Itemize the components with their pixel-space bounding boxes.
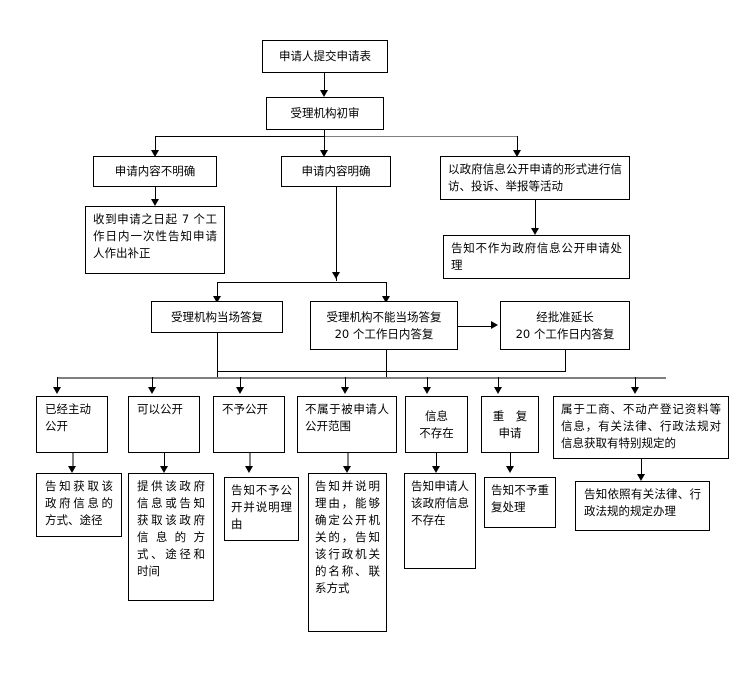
node-not-treated-as-disclosure: 告知不作为政府信息公开申请处理 bbox=[443, 235, 630, 279]
node-can-be-public: 可以公开 bbox=[128, 396, 200, 453]
edge-clear-stem bbox=[336, 187, 337, 281]
arrowhead-clear-to-not-onsite bbox=[382, 296, 390, 303]
node-inform-access-channel: 告知获取该政府信息的方式、途径 bbox=[36, 473, 122, 537]
node-inform-refusal-reason: 告知不予公开并说明理由 bbox=[224, 477, 299, 541]
node-submit-application: 申请人提交申请表 bbox=[262, 40, 388, 73]
edge-registry-to-per-regulation bbox=[641, 459, 642, 477]
arrowhead-out-of-scope-to-inform bbox=[343, 466, 351, 473]
edge-review-to-petition bbox=[517, 136, 518, 152]
edge-review-to-unclear bbox=[155, 136, 156, 152]
edge-bar-to-already-public bbox=[57, 377, 58, 390]
arrowhead-petition-to-not-treated bbox=[531, 228, 539, 235]
edge-submit-to-review bbox=[324, 73, 325, 93]
node-content-clear: 申请内容明确 bbox=[281, 156, 391, 187]
arrowhead-bar-to-duplicate bbox=[494, 387, 502, 394]
edge-out-of-scope-to-inform bbox=[347, 453, 349, 468]
edge-bar-to-can-public bbox=[152, 377, 153, 390]
node-inform-per-legal-regulation: 告知依照有关法律、行政法规的规定办理 bbox=[575, 481, 710, 531]
node-onsite-reply: 受理机构当场答复 bbox=[151, 301, 283, 333]
arrowhead-bar-to-already-public bbox=[53, 387, 61, 394]
node-information-not-exist: 信息 不存在 bbox=[405, 396, 468, 453]
arrowhead-clear-to-onsite bbox=[213, 296, 221, 303]
arrowhead-review-to-clear bbox=[320, 150, 328, 157]
node-inform-reason-and-agency: 告知并说明理由，能够确定公开机关的，告知该行政机关的名称、联系方式 bbox=[308, 473, 387, 632]
edge-already-public-to-inform bbox=[72, 453, 74, 468]
arrowhead-can-public-to-provide bbox=[160, 466, 168, 473]
node-provide-or-inform-channel: 提供该政府信息或告知获取该政府信息的方式、途径和时间 bbox=[128, 473, 214, 601]
edge-unclear-to-correction bbox=[155, 187, 156, 203]
arrowhead-bar-to-can-public bbox=[148, 387, 156, 394]
node-inform-information-not-exist: 告知申请人该政府信息不存在 bbox=[404, 473, 476, 569]
node-cannot-reply-onsite: 受理机构不能当场答复 20 个工作日内答复 bbox=[310, 301, 458, 350]
node-outside-disclosure-scope: 不属于被申请人公开范围 bbox=[297, 396, 397, 453]
arrowhead-not-public-to-refusal bbox=[245, 466, 253, 473]
edge-bar-to-registry-info bbox=[635, 377, 636, 390]
arrowhead-review-to-unclear bbox=[151, 150, 159, 157]
edge-not-exist-to-inform bbox=[436, 453, 437, 468]
node-approved-extension: 经批准延长 20 个工作日内答复 bbox=[500, 301, 630, 350]
arrowhead-already-public-to-inform bbox=[68, 466, 76, 473]
edge-bar-to-not-exist bbox=[427, 377, 428, 390]
arrowhead-not-onsite-to-extension bbox=[491, 321, 498, 329]
edge-review-stem bbox=[324, 130, 325, 137]
arrowhead-submit-to-review bbox=[320, 90, 328, 97]
edge-extension-down bbox=[565, 350, 566, 372]
edge-review-split-bar-left bbox=[155, 136, 325, 137]
edge-petition-to-not-treated bbox=[535, 200, 536, 233]
arrowhead-bar-to-registry-info bbox=[631, 387, 639, 394]
edge-can-public-to-provide bbox=[164, 453, 165, 468]
arrowhead-bar-to-not-exist bbox=[423, 387, 431, 394]
arrowhead-unclear-to-correction bbox=[151, 199, 159, 206]
arrowhead-bar-to-not-public bbox=[236, 387, 244, 394]
edge-bar-to-not-public bbox=[240, 377, 241, 390]
node-duplicate-application: 重 复 申请 bbox=[481, 396, 539, 453]
edge-converge-bar bbox=[217, 371, 566, 372]
edge-not-public-to-refusal bbox=[249, 453, 251, 468]
node-not-to-be-public: 不予公开 bbox=[213, 396, 285, 453]
arrowhead-not-exist-to-inform bbox=[432, 466, 440, 473]
edge-bar-to-out-of-scope bbox=[345, 377, 346, 390]
edge-not-onsite-down bbox=[386, 350, 387, 377]
edge-duplicate-to-no-repeat bbox=[510, 453, 511, 468]
edge-clear-to-not-onsite bbox=[386, 282, 387, 298]
edge-review-split-bar-right bbox=[324, 136, 517, 137]
arrowhead-clear-stem bbox=[332, 272, 340, 279]
distribution-bar bbox=[57, 377, 666, 379]
arrowhead-duplicate-to-no-repeat bbox=[506, 466, 514, 473]
edge-onsite-down bbox=[217, 333, 218, 377]
node-registry-special-regulation: 属于工商、不动产登记资料等信息，有关法律、行政法规对信息获取有特别规定的 bbox=[553, 396, 729, 459]
edge-clear-split-bar bbox=[217, 282, 386, 283]
arrowhead-review-to-petition bbox=[513, 150, 521, 157]
node-initial-review: 受理机构初审 bbox=[266, 97, 384, 130]
node-content-unclear: 申请内容不明确 bbox=[93, 156, 217, 187]
arrowhead-registry-to-per-regulation bbox=[637, 474, 645, 481]
node-correction-notice: 收到申请之日起 7 个工作日内一次性告知申请人作出补正 bbox=[85, 206, 225, 274]
edge-review-to-clear bbox=[324, 136, 325, 152]
node-petition-complaint-form: 以政府信息公开申请的形式进行信访、投诉、举报等活动 bbox=[440, 156, 630, 200]
edge-not-onsite-to-extension bbox=[458, 326, 493, 327]
edge-bar-to-duplicate bbox=[498, 377, 499, 390]
node-inform-no-duplicate-processing: 告知不予重复处理 bbox=[484, 477, 556, 528]
node-already-proactively-public: 已经主动公开 bbox=[36, 396, 108, 453]
edge-clear-to-onsite bbox=[217, 282, 218, 298]
arrowhead-bar-to-out-of-scope bbox=[341, 387, 349, 394]
